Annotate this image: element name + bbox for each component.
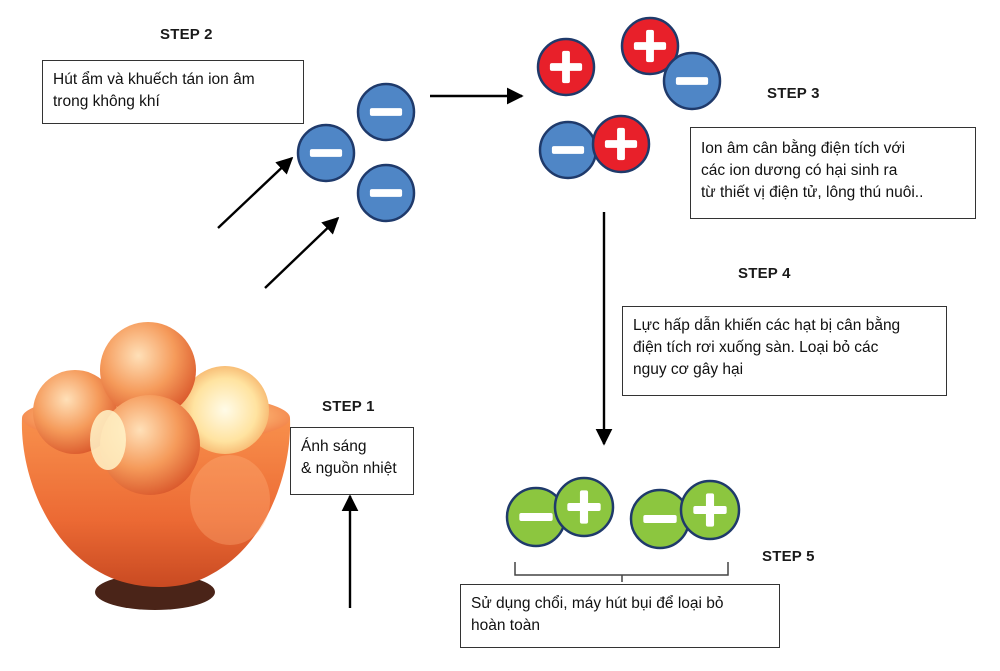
sign-bar-vertical xyxy=(562,50,570,84)
lamp-bowl-texture xyxy=(190,455,270,545)
negative-ion xyxy=(356,163,416,223)
salt-ball-front xyxy=(100,395,200,495)
salt-ball-top xyxy=(100,322,196,418)
sign-bar-horizontal xyxy=(309,149,343,157)
step2-label: STEP 2 xyxy=(160,26,213,43)
flow-arrows xyxy=(217,87,613,608)
positive-ion xyxy=(536,37,596,97)
positive-ion xyxy=(620,16,680,76)
negative-ion xyxy=(538,120,598,180)
step5-text-line: hoàn toàn xyxy=(471,617,540,634)
step3-description-box: Ion âm cân bằng điện tích với các ion dư… xyxy=(690,127,976,219)
step3-text-line: Ion âm cân bằng điện tích với xyxy=(701,140,906,157)
arrow-lamp-to-step2-upper xyxy=(217,156,294,229)
step1-text-line: Ánh sáng xyxy=(301,438,367,455)
sign-bar-horizontal xyxy=(369,108,403,116)
neutral-ion-minus xyxy=(629,488,691,550)
step1-label: STEP 1 xyxy=(322,398,375,415)
sign-bar-vertical xyxy=(617,127,625,161)
positive-ion xyxy=(591,114,651,174)
step4-label: STEP 4 xyxy=(738,265,791,282)
negative-ion xyxy=(662,51,722,111)
salt-ball-back-right xyxy=(181,366,269,454)
neutral-ion-plus xyxy=(679,479,741,541)
negative-ion xyxy=(296,123,356,183)
sign-bar-horizontal xyxy=(643,514,677,524)
sign-bar-vertical xyxy=(705,493,715,527)
step2-text-line: trong không khí xyxy=(53,93,160,110)
step4-description-box: Lực hấp dẫn khiến các hạt bị cân bằng đi… xyxy=(622,306,947,396)
step5-description-box: Sử dụng chổi, máy hút bụi để loại bỏ hoà… xyxy=(460,584,780,648)
step5-bracket xyxy=(514,562,729,582)
step2-text-line: Hút ẩm và khuếch tán ion âm xyxy=(53,71,255,88)
step1-description-box: Ánh sáng & nguồn nhiệt xyxy=(290,427,414,495)
step4-text-line: nguy cơ gây hại xyxy=(633,361,744,378)
sign-bar-horizontal xyxy=(519,512,553,522)
lamp-glow-highlight xyxy=(90,410,126,470)
step3-label: STEP 3 xyxy=(767,85,820,102)
step3-text-line: từ thiết vị điện tử, lông thú nuôi.. xyxy=(701,184,924,201)
arrow-lamp-to-step2-lower xyxy=(264,216,340,289)
sign-bar-vertical xyxy=(579,490,589,524)
step4-text-line: điện tích rơi xuống sàn. Loại bỏ các xyxy=(633,339,879,356)
lamp-bowl xyxy=(21,418,291,588)
sign-bar-horizontal xyxy=(369,189,403,197)
salt-lamp-image xyxy=(21,322,291,610)
step2-description-box: Hút ẩm và khuếch tán ion âm trong không … xyxy=(42,60,304,124)
step4-text-line: Lực hấp dẫn khiến các hạt bị cân bằng xyxy=(633,317,901,334)
sign-bar-vertical xyxy=(646,29,654,63)
step3-text-line: các ion dương có hại sinh ra xyxy=(701,162,898,179)
negative-ion xyxy=(356,82,416,142)
neutral-ion-plus xyxy=(553,476,615,538)
step1-text-line: & nguồn nhiệt xyxy=(301,460,397,477)
step5-text-line: Sử dụng chổi, máy hút bụi để loại bỏ xyxy=(471,595,724,612)
sign-bar-horizontal xyxy=(551,146,585,154)
step5-label: STEP 5 xyxy=(762,548,815,565)
ion-layer xyxy=(296,16,741,550)
sign-bar-horizontal xyxy=(675,77,709,85)
